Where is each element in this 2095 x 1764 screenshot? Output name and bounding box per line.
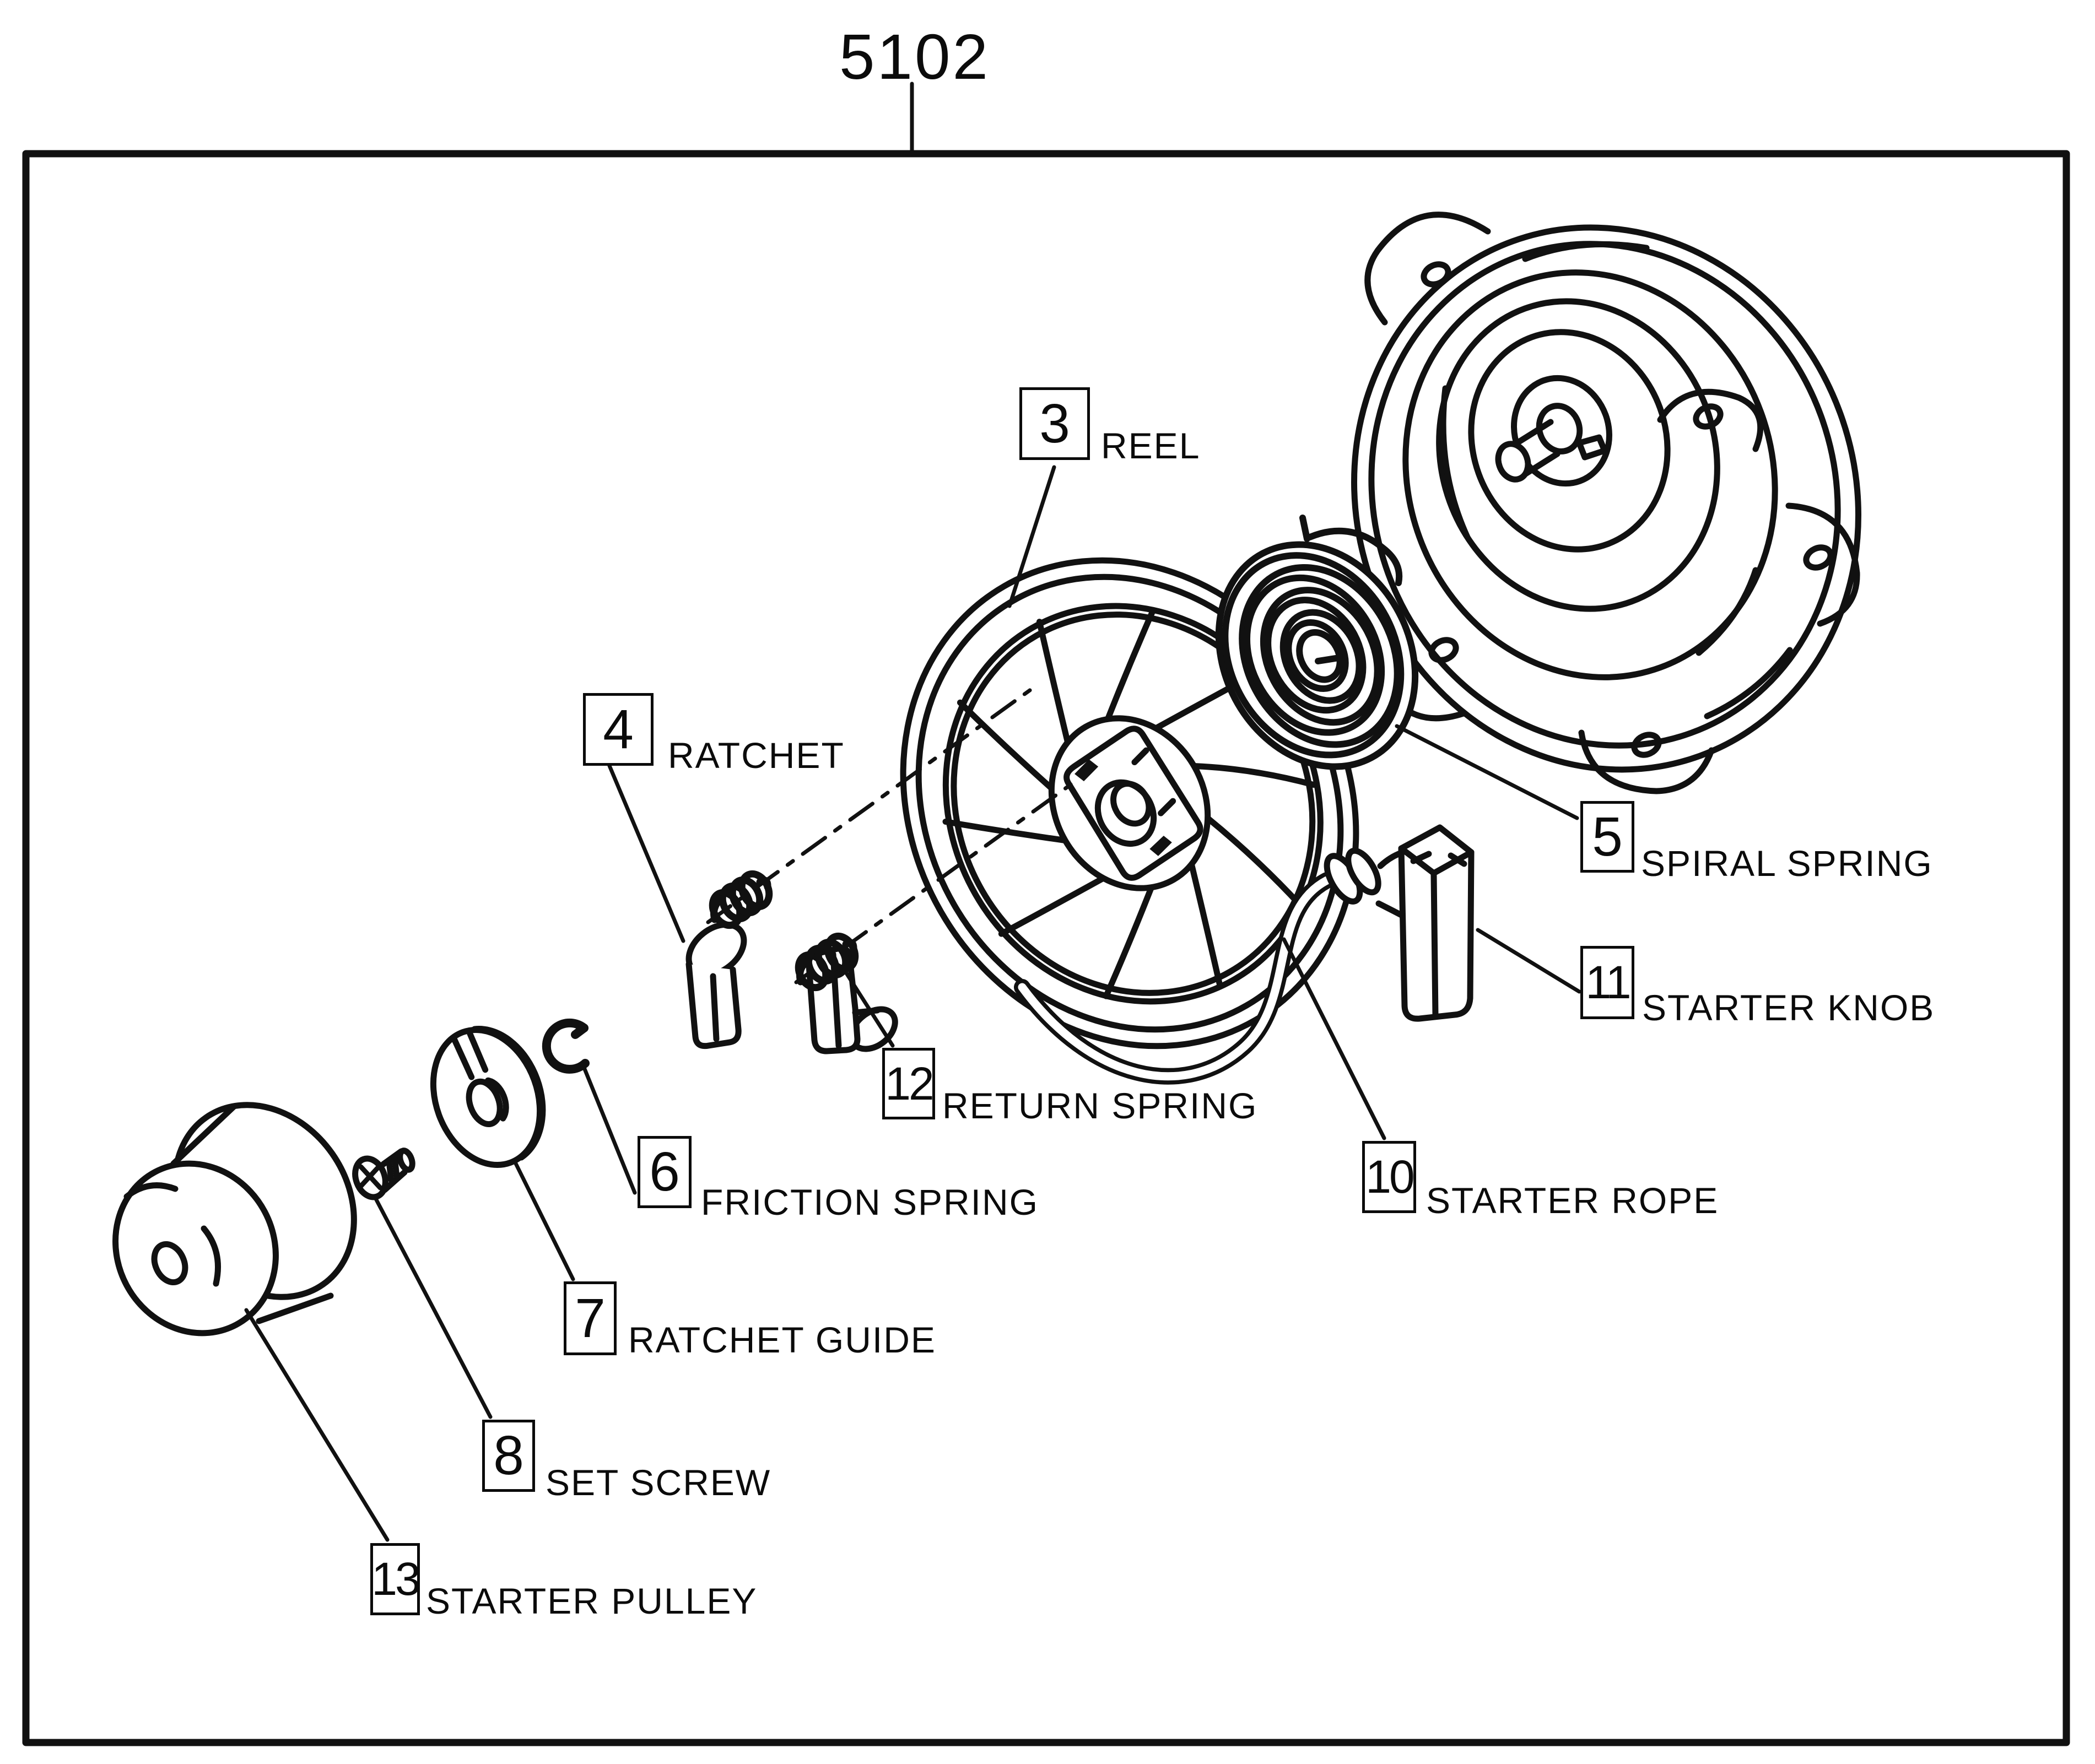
spiral-spring-drawing <box>1215 515 1419 770</box>
part-number: 11 <box>1585 956 1631 1008</box>
part-number-box-friction-spring: 6 <box>638 1136 692 1208</box>
part-number: 4 <box>603 698 634 760</box>
part-number: 13 <box>371 1553 420 1605</box>
return-spring-2-drawing <box>795 932 859 992</box>
part-name-starter-pulley: STARTER PULLEY <box>426 1581 758 1621</box>
starter-rope-drawing <box>1014 872 1335 1085</box>
ratchet-drawing <box>685 921 747 1049</box>
set-screw-drawing <box>352 1148 415 1200</box>
part-name-starter-knob: STARTER KNOB <box>1642 987 1935 1028</box>
part-number-box-starter-rope: 10 <box>1362 1141 1416 1213</box>
part-name-reel: REEL <box>1101 425 1201 466</box>
part-number-box-set-screw: 8 <box>482 1420 535 1492</box>
ratchet-guide-drawing <box>430 1026 546 1168</box>
part-name-starter-rope: STARTER ROPE <box>1426 1180 1719 1221</box>
friction-spring-drawing <box>542 1018 590 1074</box>
starter-housing-drawing <box>1351 212 1861 794</box>
part-number: 12 <box>885 1057 934 1110</box>
part-number: 7 <box>575 1287 606 1349</box>
part-number: 10 <box>1365 1151 1414 1203</box>
figure-number-title: 5102 <box>839 21 991 93</box>
part-name-spiral-spring: SPIRAL SPRING <box>1641 843 1933 884</box>
part-name-ratchet-guide: RATCHET GUIDE <box>628 1319 936 1360</box>
part-name-set-screw: SET SCREW <box>546 1462 771 1503</box>
return-spring-drawing <box>709 870 773 929</box>
part-number-box-ratchet-guide: 7 <box>564 1281 617 1355</box>
part-name-ratchet: RATCHET <box>668 735 845 776</box>
leader-lines <box>244 465 1581 1542</box>
part-number: 8 <box>493 1425 524 1486</box>
figure-border <box>22 150 2070 1746</box>
part-number-box-starter-pulley: 13 <box>370 1543 421 1615</box>
part-number-box-ratchet: 4 <box>583 693 654 766</box>
starter-pulley-drawing <box>112 1102 357 1336</box>
part-name-friction-spring: FRICTION SPRING <box>701 1182 1039 1222</box>
part-number: 3 <box>1039 392 1070 454</box>
part-number-box-return-spring: 12 <box>882 1048 935 1119</box>
starter-knob-drawing <box>1324 824 1475 1022</box>
part-number-box-reel: 3 <box>1019 387 1090 460</box>
part-number: 6 <box>649 1141 680 1203</box>
part-number: 5 <box>1592 805 1623 868</box>
part-name-return-spring: RETURN SPRING <box>942 1085 1258 1126</box>
part-number-box-spiral-spring: 5 <box>1580 801 1634 873</box>
part-number-box-starter-knob: 11 <box>1580 946 1634 1019</box>
